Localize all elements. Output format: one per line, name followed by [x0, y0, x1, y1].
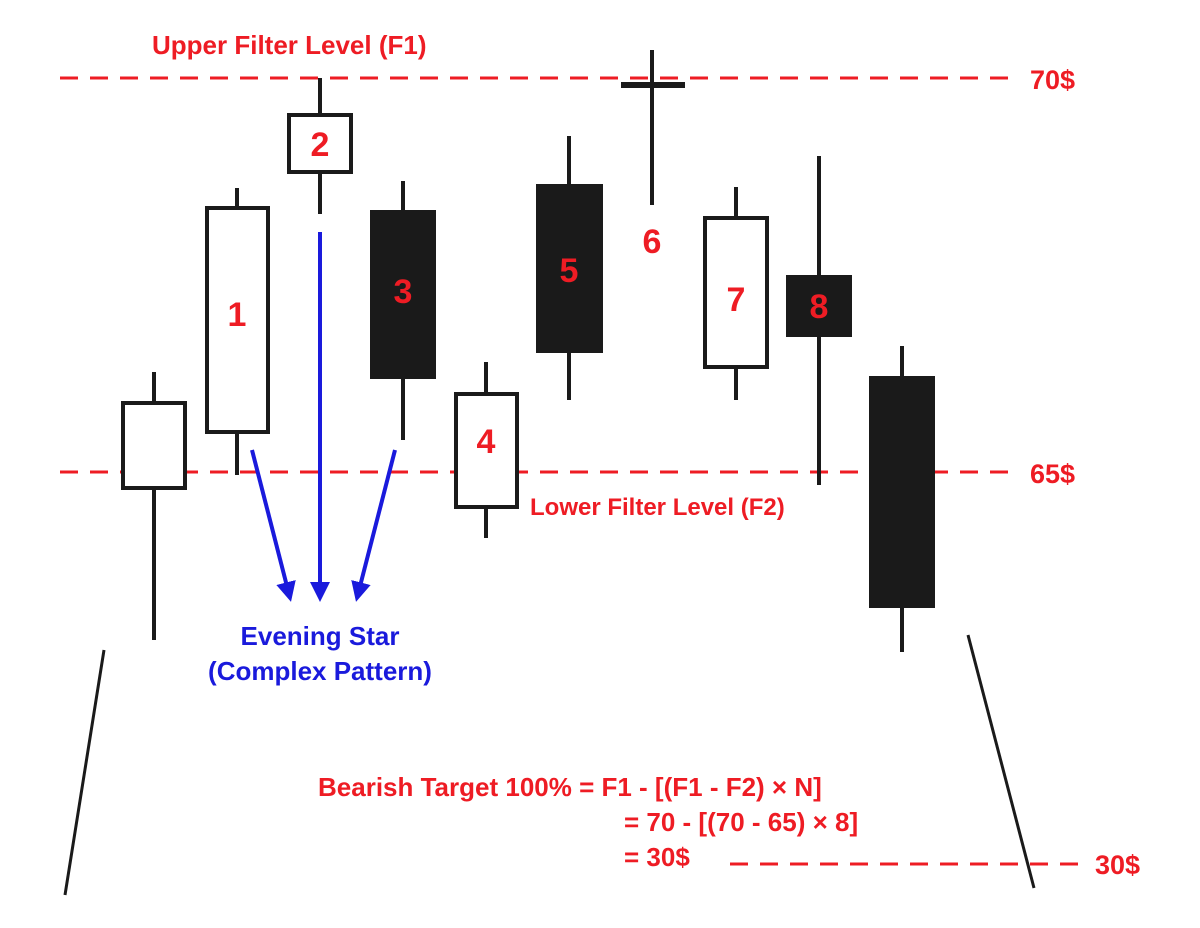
candle-4-label: 4 — [477, 423, 496, 461]
lower-filter-label: Lower Filter Level (F2) — [530, 494, 785, 521]
candle-0-body — [121, 401, 187, 490]
candle-6-label: 6 — [643, 223, 662, 261]
evening-star-arrow-right — [351, 449, 397, 602]
candle-2-body — [287, 113, 353, 174]
candle-2: 2 — [287, 78, 353, 214]
candle-4-body — [454, 392, 519, 509]
formula-line-3: = 30$ — [624, 842, 690, 872]
formula-line-1: Bearish Target 100% = F1 - [(F1 - F2) × … — [318, 772, 822, 802]
right-trend-line — [966, 634, 1036, 889]
candle-1: 1 — [205, 188, 270, 475]
candle-5-label: 5 — [560, 252, 579, 290]
candle-6: 6 — [621, 50, 685, 261]
candle-2-label: 2 — [311, 126, 330, 164]
upper-filter-label: Upper Filter Level (F1) — [152, 30, 427, 60]
target-price-label: 30$ — [1095, 850, 1140, 880]
left-trend-line — [63, 649, 106, 896]
candle-8-body — [786, 275, 852, 337]
candle-8: 8 — [786, 156, 852, 485]
candle-3: 3 — [370, 181, 436, 440]
candle-3-body — [370, 210, 436, 379]
candle-8-label: 8 — [810, 288, 829, 326]
formula-line-2: = 70 - [(70 - 65) × 8] — [624, 807, 858, 837]
candle-9 — [869, 346, 935, 652]
candle-7-label: 7 — [727, 281, 746, 319]
candle-4: 4 — [454, 362, 519, 538]
candle-1-body — [205, 206, 270, 434]
evening-star-arrow-left — [250, 449, 296, 602]
candle-7: 7 — [703, 187, 769, 400]
evening-star-subtitle: (Complex Pattern) — [208, 656, 432, 686]
candle-0 — [121, 372, 187, 640]
candle-1-label: 1 — [228, 296, 247, 334]
candle-5-body — [536, 184, 603, 353]
candle-3-label: 3 — [394, 273, 413, 311]
upper-price-label: 70$ — [1030, 65, 1075, 95]
candle-9-body — [869, 376, 935, 608]
lower-price-label: 65$ — [1030, 459, 1075, 489]
candle-7-body — [703, 216, 769, 369]
candle-5: 5 — [536, 136, 603, 400]
evening-star-title: Evening Star — [241, 621, 400, 651]
